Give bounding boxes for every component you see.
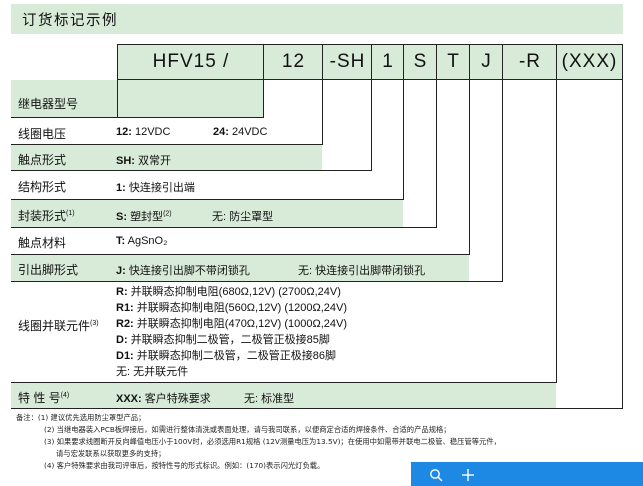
model-label-panel xyxy=(11,80,117,118)
note-3-cont: 请与宏发联系以获取更多的支持； xyxy=(56,449,166,458)
label-contact-material: 触点材料 xyxy=(18,236,67,250)
value-package: S: 塑封型(2) xyxy=(116,210,172,223)
model-code-panel xyxy=(117,80,263,118)
note-1: 备注：(1) 建议优先选用防尘罩型产品； xyxy=(16,413,146,422)
label-pin-form: 引出脚形式 xyxy=(18,263,79,277)
list-item: R2: 并联瞬态抑制电阻(470Ω,12V) (1000Ω,24V) xyxy=(116,318,348,330)
floating-toolbar xyxy=(411,462,643,486)
code-pin-form: J xyxy=(469,44,503,80)
page-title: 订货标记示例 xyxy=(22,13,118,29)
magnifier-icon[interactable] xyxy=(429,464,443,486)
note-3: (3) 如果要求线圈断开反向峰值电压小于100V时，必须选用R1规格 (12V测… xyxy=(44,437,501,446)
list-item: D1: 并联瞬态抑制二极管，二极管正极接86脚 xyxy=(116,350,337,362)
list-coil-parallel: R: 并联瞬态抑制电阻(680Ω,12V) (2700Ω,24V) R1: 并联… xyxy=(116,284,347,380)
value-pin-form-alt: 无: 快连接引出脚带闭锁孔 xyxy=(298,265,426,277)
label-coil-parallel: 线圈并联元件(3) xyxy=(18,319,99,333)
plus-icon[interactable] xyxy=(461,464,475,486)
label-model: 继电器型号 xyxy=(18,97,79,111)
code-coil-parallel: -R xyxy=(502,44,557,80)
note-2: (2) 当继电器装入PCB板焊接后，如需进行整体清洗或表面处理，请与我司联系，以… xyxy=(44,425,451,434)
code-package: S xyxy=(403,44,437,80)
code-contact-form: -SH xyxy=(322,44,372,80)
code-model: HFV15 / xyxy=(117,44,264,80)
code-contact-material: T xyxy=(436,44,470,80)
code-structure: 1 xyxy=(371,44,404,80)
label-contact-form: 触点形式 xyxy=(18,153,67,167)
label-structure: 结构形式 xyxy=(18,180,67,194)
code-special: (XXX) xyxy=(556,44,623,80)
value-special: XXX: 客户特殊要求 xyxy=(116,393,211,405)
value-package-alt: 无: 防尘罩型 xyxy=(212,211,274,223)
label-package: 封装形式(1) xyxy=(18,209,75,223)
value-pin-form: J: 快连接引出脚不带闭锁孔 xyxy=(116,265,250,277)
code-coil-voltage: 12 xyxy=(263,44,323,80)
value-coil-voltage-24: 24: 24VDC xyxy=(213,126,268,138)
list-item: 无: 无并联元件 xyxy=(116,366,189,378)
list-item: R: 并联瞬态抑制电阻(680Ω,12V) (2700Ω,24V) xyxy=(116,286,341,298)
row-band-contact-form xyxy=(11,144,322,170)
list-item: D: 并联瞬态抑制二极管，二极管正极接85脚 xyxy=(116,334,330,346)
list-item: R1: 并联瞬态抑制电阻(560Ω,12V) (1200Ω,24V) xyxy=(116,302,348,314)
title-bar xyxy=(11,4,623,34)
value-coil-voltage-12: 12: 12VDC xyxy=(116,126,171,138)
note-4: (4) 客户特殊要求由我司评审后，按特性号的形式标识。例如：(170)表示闪光灯… xyxy=(44,461,325,470)
label-coil-voltage: 线圈电压 xyxy=(18,127,67,141)
value-structure: 1: 快连接引出端 xyxy=(116,182,195,194)
label-special: 特 性 号(4) xyxy=(18,391,70,405)
value-contact-material: T: AgSnO₂ xyxy=(116,235,168,247)
row-band-pin-form xyxy=(11,254,469,281)
value-contact-form: SH: 双常开 xyxy=(116,155,172,167)
row-band-package xyxy=(11,199,403,227)
row-band-special xyxy=(11,382,556,408)
value-special-alt: 无: 标准型 xyxy=(244,393,295,405)
